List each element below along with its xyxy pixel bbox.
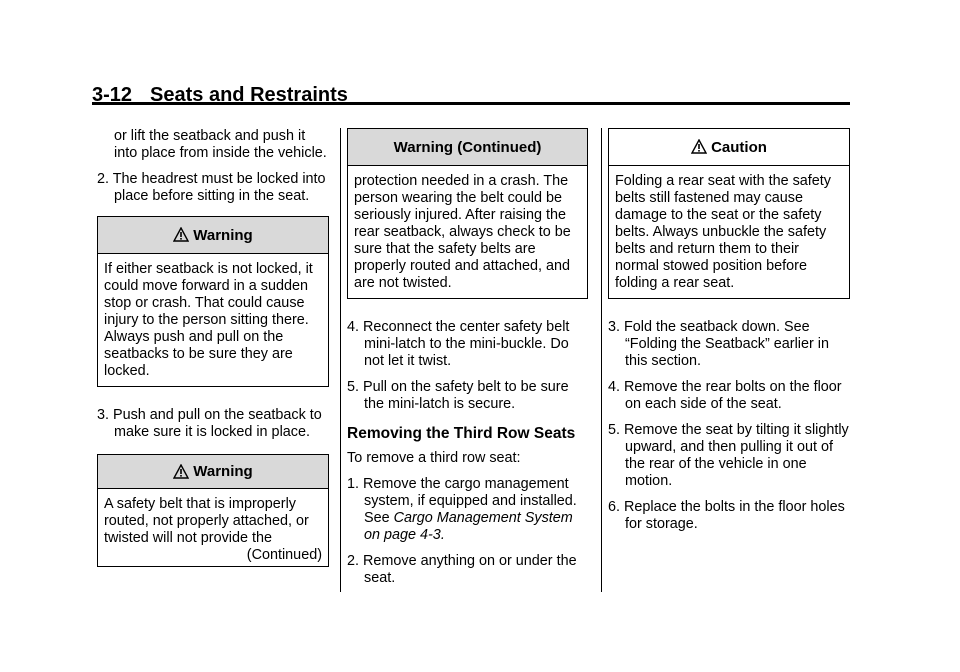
column-1: or lift the seatback and push it into pl… xyxy=(97,128,329,567)
cross-reference: “Folding the Seatback” earlier in this s… xyxy=(625,336,829,369)
warning-header: Warning xyxy=(98,217,328,254)
warning-symbol-icon xyxy=(173,463,190,479)
step-4: 4. Remove the rear bolts on the floor on… xyxy=(608,379,842,412)
warning-body: protection needed in a crash. The person… xyxy=(354,173,571,291)
section-subheading: Removing the Third Row Seats xyxy=(347,425,576,442)
warning-title: Warning xyxy=(193,226,253,244)
step-3: 3. Fold the seatback down. See “Folding … xyxy=(608,319,850,370)
warning-title: Warning xyxy=(193,463,253,480)
warning-header: Warning xyxy=(98,455,328,489)
caution-title: Caution xyxy=(711,138,767,156)
warning-body: If either seatback is not locked, it cou… xyxy=(104,261,313,379)
caution-header: Caution xyxy=(609,129,849,166)
warning-title: Warning (Continued) xyxy=(393,138,542,156)
warning-symbol-icon xyxy=(691,139,708,154)
warning-header: Warning (Continued) xyxy=(348,129,587,166)
step-1: 1. Remove the cargo management system, i… xyxy=(347,476,588,544)
column-divider xyxy=(601,128,602,592)
step-4: 4. Reconnect the center safety belt mini… xyxy=(347,319,570,369)
column-2: Warning (Continued) protection needed in… xyxy=(347,128,588,587)
warning-continued-box: Warning (Continued) protection needed in… xyxy=(347,128,588,299)
warning-box-2: Warning A safety belt that is improperly… xyxy=(97,454,329,567)
warning-box-1: Warning If either seatback is not locked… xyxy=(97,216,329,387)
warning-text: A safety belt that is improperly routed,… xyxy=(104,496,309,546)
header-rule xyxy=(92,102,850,105)
warning-body: A safety belt that is improperly routed,… xyxy=(98,489,328,566)
page-header: 3-12 Seats and Restraints xyxy=(92,84,348,107)
caution-box: Caution Folding a rear seat with the saf… xyxy=(608,128,850,299)
column-divider xyxy=(340,128,341,592)
step-3: 3. Push and pull on the seatback to make… xyxy=(97,407,322,440)
step-2: 2. Remove anything on or under the seat. xyxy=(347,553,577,586)
section-title: Seats and Restraints xyxy=(150,84,348,106)
step-1-text: 1. Remove the cargo management system, i… xyxy=(347,476,577,526)
step-5: 5. Remove the seat by tilting it slightl… xyxy=(608,422,849,489)
continued-step-text: or lift the seatback and push it into pl… xyxy=(114,128,327,161)
step-2: 2. The headrest must be locked into plac… xyxy=(97,171,326,204)
step-6: 6. Replace the bolts in the floor holes … xyxy=(608,499,845,532)
page-number: 3-12 xyxy=(92,84,133,106)
step-1-end: . xyxy=(440,527,445,543)
intro-text: To remove a third row seat: xyxy=(347,450,521,466)
warning-symbol-icon xyxy=(173,227,190,242)
step-3-text: 3. Fold the seatback down. See xyxy=(608,319,810,335)
column-3: Caution Folding a rear seat with the saf… xyxy=(608,128,850,533)
step-5: 5. Pull on the safety belt to be sure th… xyxy=(347,379,569,412)
cross-reference: Cargo Management System on page 4-3 xyxy=(364,510,573,543)
caution-body: Folding a rear seat with the safety belt… xyxy=(615,173,831,291)
continued-label: (Continued) xyxy=(246,547,322,563)
